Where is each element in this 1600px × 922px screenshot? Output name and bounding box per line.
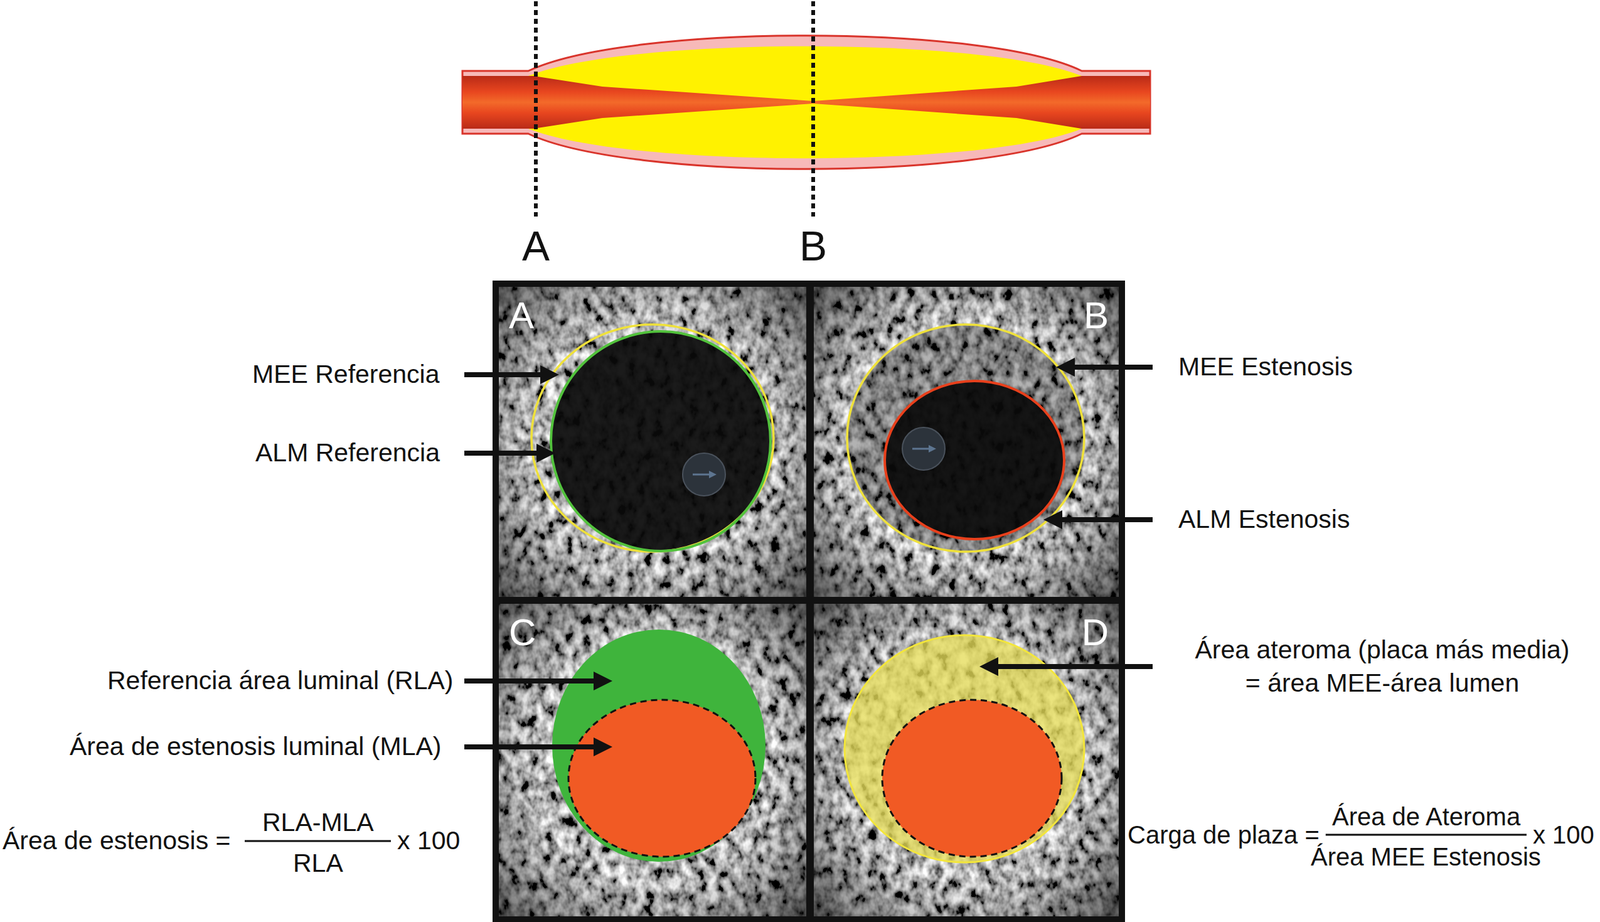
section-line [533, 1, 538, 217]
catheter-arrow [692, 473, 711, 476]
contour-label: MEE Estenosis [1178, 352, 1353, 382]
arrowhead [536, 443, 556, 463]
stenosis-lumen-area [882, 699, 1062, 857]
leader-line [995, 663, 1153, 669]
section-letter: A [522, 222, 550, 271]
formula-text: Carga de plaza = [1127, 820, 1320, 849]
vignette [813, 286, 1119, 597]
panel-letter: B [1083, 296, 1109, 335]
catheter-arrow [928, 444, 937, 453]
panel-letter: D [1081, 613, 1109, 652]
formula-text: Área de estenosis = [2, 825, 231, 856]
lumen-contour [550, 331, 771, 551]
leader-line [464, 450, 540, 456]
ultrasound-texture [813, 603, 1119, 917]
mee-contour [847, 324, 1085, 552]
leader-line [1059, 517, 1153, 523]
arrowhead [540, 365, 560, 384]
panel-frame [492, 280, 1126, 922]
ultrasound-texture [813, 286, 1119, 597]
leader-line [1071, 364, 1153, 370]
area-label: Área ateroma (placa más media) = área ME… [1192, 633, 1572, 701]
section-line [811, 1, 816, 217]
formula-text: x 100 [1532, 820, 1595, 849]
catheter-arrow [709, 470, 717, 479]
arrowhead [979, 656, 999, 676]
arrowhead [593, 737, 613, 757]
fraction-bar [1325, 833, 1527, 836]
leader-line [464, 678, 597, 684]
vessel-lumen [462, 75, 1151, 129]
leader-line [464, 372, 544, 378]
vessel-wall [462, 35, 1151, 170]
stenosis-lumen-area [568, 699, 756, 857]
lumen [884, 380, 1065, 539]
ivus-panel: D [813, 603, 1119, 917]
contour-label: MEE Referencia [252, 359, 440, 390]
formula-numerator: Área de Ateroma [1332, 801, 1521, 831]
arrowhead [1043, 510, 1063, 529]
atheroma-area [844, 634, 1085, 863]
formula-numerator: RLA-MLA [262, 807, 374, 838]
catheter-arrow [912, 448, 930, 450]
catheter [682, 453, 726, 496]
panel-letter: C [508, 613, 536, 652]
catheter [902, 427, 945, 470]
fraction-bar [244, 840, 391, 843]
formula-text: x 100 [397, 825, 460, 856]
lumen-contour [884, 380, 1065, 539]
ivus-image [498, 603, 807, 917]
vignette [498, 286, 807, 597]
formula-denominator: Área MEE Estenosis [1310, 842, 1542, 871]
arrowhead [593, 671, 613, 691]
plaque-area [847, 324, 1085, 552]
area-label: Referencia área luminal (RLA) [107, 665, 454, 696]
mee-contour [531, 324, 774, 552]
section-letter: B [799, 222, 827, 271]
arrowhead [1056, 357, 1075, 377]
leader-arrows [464, 357, 1153, 757]
ivus-image [813, 286, 1119, 597]
ultrasound-texture [498, 603, 807, 917]
vignette [813, 603, 1119, 917]
area-label: Área de estenosis luminal (MLA) [69, 731, 442, 762]
contour-label: ALM Referencia [255, 437, 440, 468]
ultrasound-texture [498, 286, 807, 597]
contour-label: ALM Estenosis [1178, 504, 1350, 534]
vessel [462, 35, 1151, 170]
lumen [550, 331, 771, 551]
ivus-image [498, 286, 807, 597]
formula-denominator: RLA [293, 848, 344, 878]
panel-letter: A [508, 296, 534, 335]
leader-line [464, 744, 597, 750]
ivus-image [813, 603, 1119, 917]
ivus-panel: A [498, 286, 807, 597]
vignette [498, 603, 807, 917]
ivus-panel: B [813, 286, 1119, 597]
ivus-panel: C [498, 603, 807, 917]
